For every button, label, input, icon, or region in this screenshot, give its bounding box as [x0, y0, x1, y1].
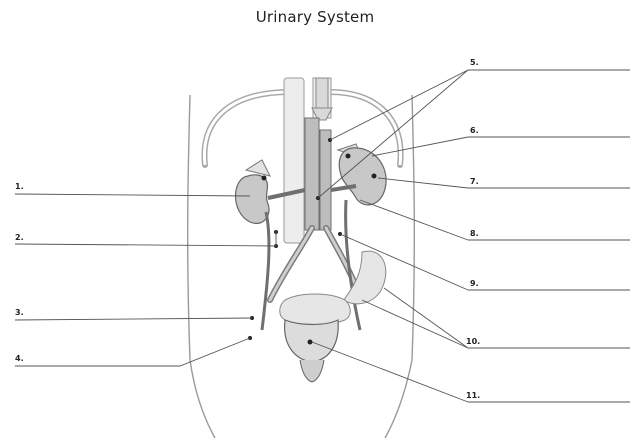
label-5: 5. — [470, 58, 479, 67]
label-1: 1. — [15, 182, 24, 191]
label-7: 7. — [470, 177, 479, 186]
label-3: 3. — [15, 308, 24, 317]
bladder — [285, 320, 339, 382]
right-kidney — [339, 148, 386, 205]
label-10: 10. — [466, 337, 480, 346]
label-4: 4. — [15, 354, 24, 363]
label-2: 2. — [15, 233, 24, 242]
left-kidney — [236, 175, 270, 224]
label-9: 9. — [470, 279, 479, 288]
label-11: 11. — [466, 391, 480, 400]
pelvis — [280, 251, 386, 324]
label-8: 8. — [470, 229, 479, 238]
great-vessels — [305, 118, 331, 230]
label-6: 6. — [470, 126, 479, 135]
page-title: Urinary System — [0, 8, 630, 26]
